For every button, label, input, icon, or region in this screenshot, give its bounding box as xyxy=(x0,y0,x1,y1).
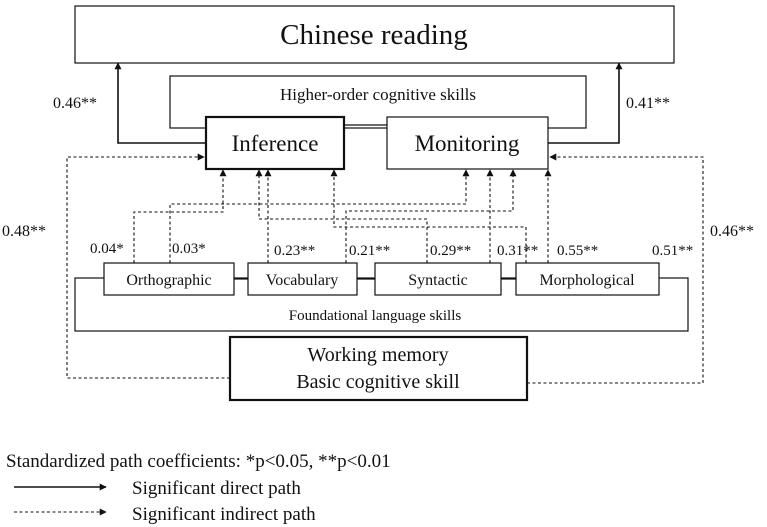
legend-direct-label: Significant direct path xyxy=(132,478,301,499)
monitoring-label: Monitoring xyxy=(415,131,520,156)
coef-wm-inference: 0.48** xyxy=(2,223,46,240)
coef-inference-reading: 0.46** xyxy=(53,95,97,112)
chinese-reading-label: Chinese reading xyxy=(280,19,468,51)
coef-morph-monitoring: 0.51** xyxy=(652,243,693,259)
orthographic-label: Orthographic xyxy=(126,272,211,289)
inference-box xyxy=(204,115,346,171)
inference-to-reading-path xyxy=(114,62,206,144)
synt-to-inference-path xyxy=(255,169,428,263)
vocabulary-label: Vocabulary xyxy=(266,272,339,289)
orth-to-monitoring-path xyxy=(169,169,470,263)
foundational-skills-label: Foundational language skills xyxy=(289,308,462,324)
coef-wm-monitoring: 0.46** xyxy=(710,223,754,240)
chinese-reading-box xyxy=(74,5,675,64)
coef-monitoring-reading: 0.41** xyxy=(626,95,670,112)
coef-morph-inference: 0.55** xyxy=(557,243,598,259)
syntactic-label: Syntactic xyxy=(408,272,468,289)
inference-label: Inference xyxy=(232,131,319,156)
vocab-to-monitoring-path xyxy=(345,169,517,263)
coef-synt-monitoring: 0.31** xyxy=(497,243,538,259)
legend: Standardized path coefficients: *p<0.05,… xyxy=(6,451,391,525)
coef-orth-inference: 0.04* xyxy=(90,241,124,257)
wm-to-inference-path xyxy=(66,153,230,379)
working-memory-label: Working memory xyxy=(307,344,448,366)
orth-to-inference-path xyxy=(133,169,227,263)
coef-vocab-monitoring: 0.21** xyxy=(349,243,390,259)
monitoring-to-reading-path xyxy=(548,62,623,144)
basic-cognitive-skill-label: Basic cognitive skill xyxy=(296,371,460,393)
working-memory-box xyxy=(228,335,529,402)
orthographic-box xyxy=(103,262,235,296)
morphological-label: Morphological xyxy=(539,272,635,289)
morph-to-inference-path xyxy=(330,169,527,263)
coef-synt-inference: 0.29** xyxy=(430,243,471,259)
higher-order-skills-label: Higher-order cognitive skills xyxy=(280,85,476,104)
monitoring-box xyxy=(386,116,549,170)
coef-vocab-inference: 0.23** xyxy=(274,243,315,259)
legend-indirect-label: Significant indirect path xyxy=(132,504,316,525)
legend-title: Standardized path coefficients: *p<0.05,… xyxy=(6,451,391,472)
coef-orth-monitoring: 0.03* xyxy=(172,241,206,257)
wm-to-monitoring-path xyxy=(527,153,704,384)
